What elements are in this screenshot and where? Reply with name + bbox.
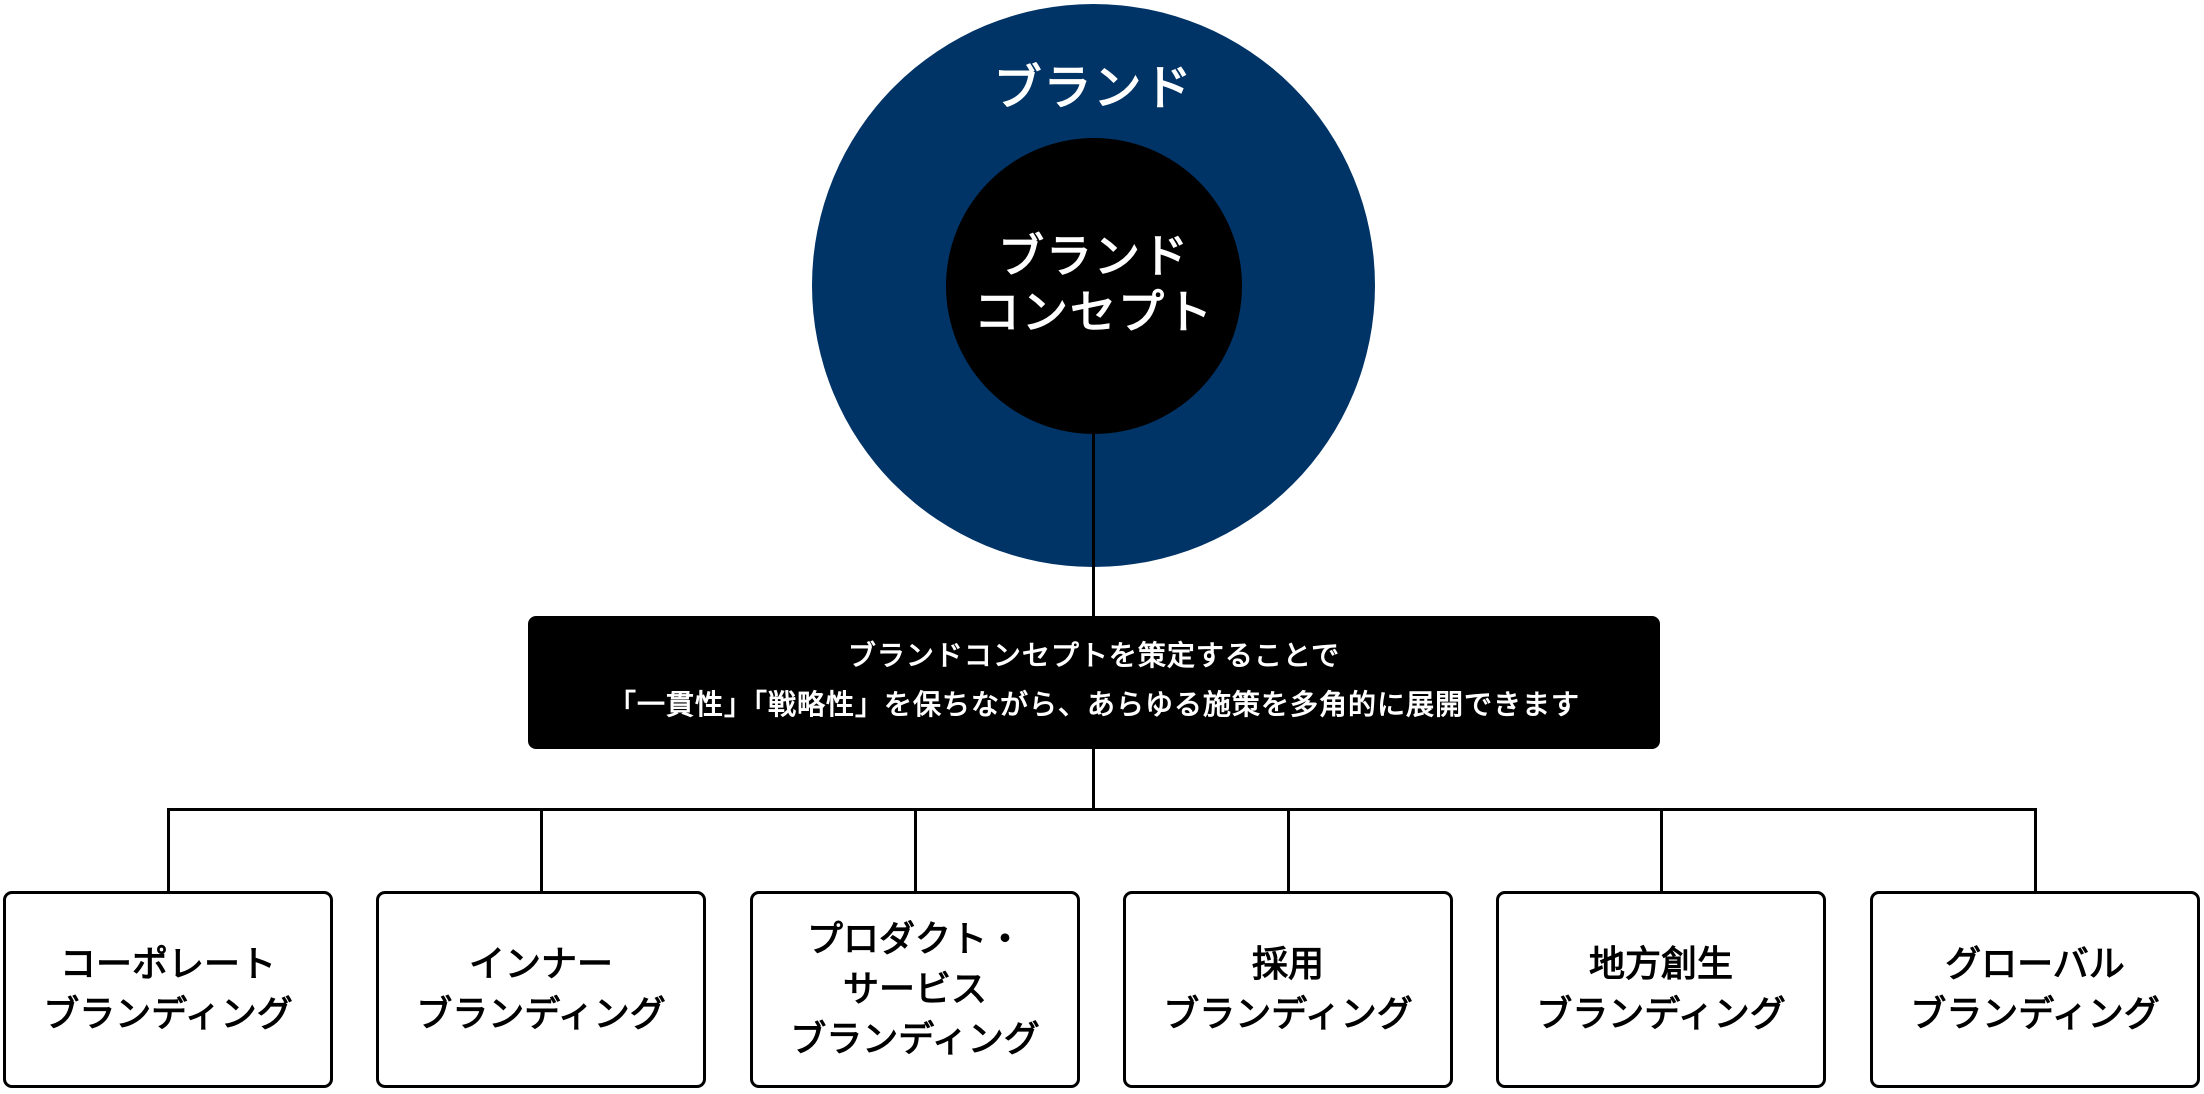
box-label-line: グローバル [1945, 943, 2125, 985]
box-label-line: インナー [468, 943, 613, 985]
connector-banner-to-bus [1092, 749, 1095, 811]
connector-branch-5 [1660, 808, 1663, 893]
connector-concept-to-banner [1092, 432, 1095, 616]
box-label-line: ブランディング [1163, 993, 1413, 1035]
box-label-line: ブランディング [416, 993, 666, 1035]
connector-branch-4 [1287, 808, 1290, 893]
box-corporate-branding: コーポレート ブランディング [3, 891, 333, 1088]
connector-branch-6 [2034, 808, 2037, 893]
connector-branch-2 [540, 808, 543, 893]
connector-horizontal-bus [167, 808, 2037, 811]
box-label-line: 採用 [1251, 943, 1324, 985]
box-label-line: ブランディング [1536, 993, 1786, 1035]
banner-line-2: 「一貫性」「戦略性」を保ちながら、あらゆる施策を多角的に展開できます [607, 688, 1580, 721]
connector-branch-3 [914, 808, 917, 893]
box-label-line: ブランディング [43, 993, 293, 1035]
box-inner-branding: インナー ブランディング [376, 891, 706, 1088]
brand-concept-label-line1: ブランド [998, 229, 1190, 283]
box-product-service-branding: プロダクト・ サービス ブランディング [750, 891, 1080, 1088]
box-label-line: プロダクト・ [806, 918, 1023, 960]
brand-label: ブランド [993, 60, 1194, 116]
connector-branch-1 [167, 808, 170, 893]
box-global-branding: グローバル ブランディング [1870, 891, 2200, 1088]
box-regional-revitalization-branding: 地方創生 ブランディング [1496, 891, 1826, 1088]
box-recruitment-branding: 採用 ブランディング [1123, 891, 1453, 1088]
brand-concept-label: ブランド コンセプト [946, 228, 1242, 340]
box-label-line: コーポレート [59, 943, 276, 985]
box-label-line: 地方創生 [1588, 943, 1733, 985]
box-label-line: サービス [842, 968, 987, 1010]
concept-description-banner: ブランドコンセプトを策定することで 「一貫性」「戦略性」を保ちながら、あらゆる施… [528, 616, 1660, 749]
brand-concept-label-line2: コンセプト [974, 285, 1214, 339]
box-label-line: ブランディング [1910, 993, 2160, 1035]
banner-line-1: ブランドコンセプトを策定することで [847, 639, 1341, 672]
box-label-line: ブランディング [790, 1018, 1040, 1060]
brand-concept-circle [946, 138, 1242, 434]
